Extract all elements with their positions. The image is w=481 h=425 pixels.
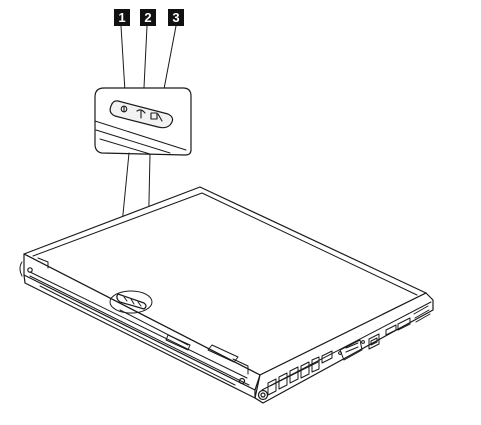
usb-port-3 <box>397 317 411 331</box>
vga-port <box>339 339 363 361</box>
laptop-body <box>19 186 434 404</box>
magnified-indicator-panel <box>94 87 192 156</box>
usb-port <box>321 350 333 364</box>
laptop-status-indicators <box>109 290 153 314</box>
callout-badge-2: 2 <box>140 9 156 26</box>
side-ports <box>267 305 431 396</box>
callout-badge-3: 3 <box>168 9 184 26</box>
wwan-status-icon <box>150 112 163 122</box>
bluetooth-status-icon <box>120 105 128 113</box>
callout-badge-1: 1 <box>114 9 130 26</box>
usb-port-2 <box>385 324 397 336</box>
ethernet-port <box>368 333 380 350</box>
vent-grill <box>267 356 320 396</box>
wireless-status-icon <box>136 109 146 119</box>
